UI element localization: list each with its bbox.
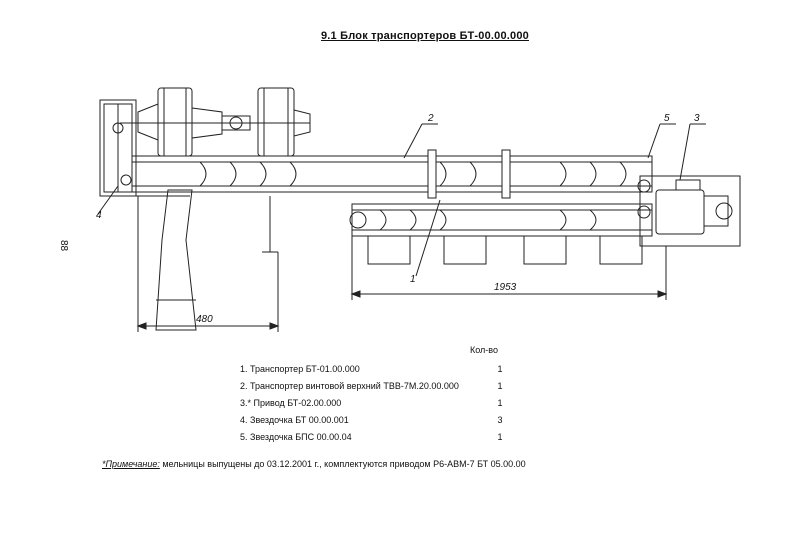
callout-3: 3 — [694, 113, 700, 124]
upper-conveyor-tube — [131, 149, 653, 199]
outlet-chute — [155, 189, 278, 331]
part-name: 1. Транспортер БТ-01.00.000 — [240, 363, 360, 374]
parts-list: 1. Транспортер БТ-01.00.000 1 2. Транспо… — [240, 360, 510, 445]
qty-column-header: Кол-во — [470, 345, 498, 355]
part-name: 3.* Привод БТ-02.00.000 — [240, 397, 342, 408]
callout-leaders — [97, 123, 706, 277]
callout-2: 2 — [427, 113, 434, 124]
left-housing — [99, 99, 190, 197]
parts-row: 2. Транспортер винтовой верхний ТВВ-7М.2… — [240, 377, 510, 394]
footnote-text: мельницы выпущены до 03.12.2001 г., комп… — [159, 459, 526, 469]
document-title: 9.1 Блок транспортеров БТ-00.00.000 — [320, 30, 529, 42]
parts-row: 4. Звездочка БТ 00.00.001 3 — [240, 411, 510, 428]
part-qty: 1 — [497, 397, 503, 408]
parts-row: 3.* Привод БТ-02.00.000 1 — [240, 394, 510, 411]
footnote: *Примечание: мельницы выпущены до 03.12.… — [102, 459, 526, 469]
part-name: 4. Звездочка БТ 00.00.001 — [240, 414, 349, 425]
part-qty: 3 — [497, 414, 503, 425]
callout-labels: 2 5 3 4 1 480 1953 — [96, 113, 700, 325]
dimension-lines — [136, 196, 668, 332]
part-name: 2. Транспортер винтовой верхний ТВВ-7М.2… — [240, 380, 459, 391]
parts-row: 5. Звездочка БПС 00.00.04 1 — [240, 428, 510, 445]
callout-5: 5 — [664, 113, 670, 124]
callout-1: 1 — [410, 274, 416, 285]
upper-drive-assembly — [120, 87, 311, 157]
part-qty: 1 — [497, 431, 503, 442]
part-name: 5. Звездочка БПС 00.00.04 — [240, 431, 352, 442]
dimension-480: 480 — [196, 314, 213, 325]
parts-row: 1. Транспортер БТ-01.00.000 1 — [240, 360, 510, 377]
part-qty: 1 — [497, 363, 503, 374]
dimension-1953: 1953 — [494, 282, 517, 293]
footnote-label: *Примечание: — [102, 459, 160, 469]
part-qty: 1 — [497, 380, 503, 391]
drive-unit — [637, 175, 741, 247]
lower-conveyor — [349, 203, 653, 265]
callout-4: 4 — [96, 210, 102, 221]
